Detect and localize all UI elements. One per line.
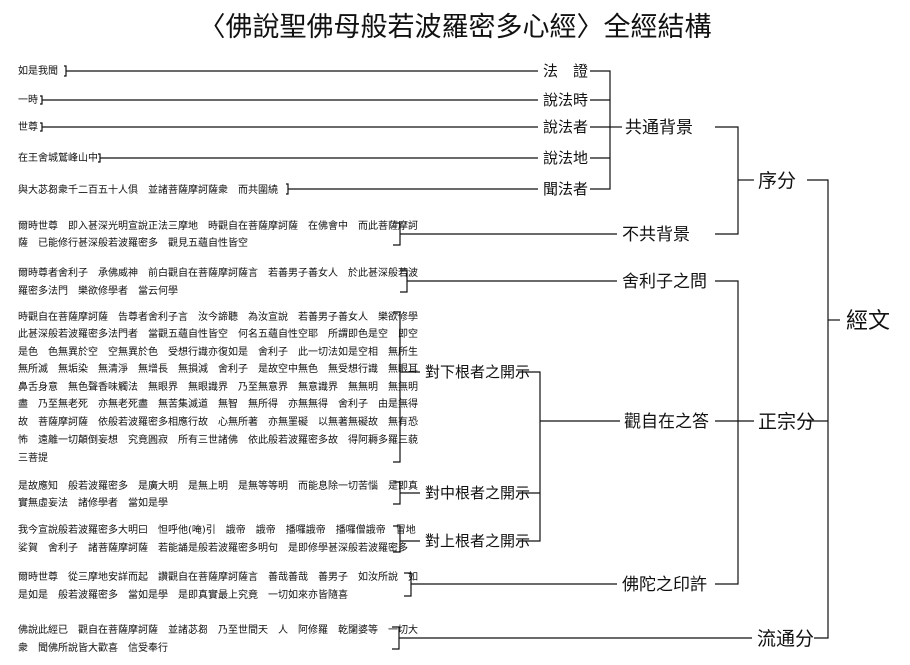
source-text-xiagen: 盡 乃至無老死 亦無老死盡 無苦集滅道 無智 無所得 亦無無得 舍利子 由是無得: [18, 397, 418, 410]
connector-lines: [40, 65, 840, 650]
source-text-shanggen: 我今宣說般若波羅密多大明曰 怛呼他(唵)引 誐帝 誐帝 播囉誐帝 播囉僧誐帝 冒…: [18, 523, 416, 536]
source-text-xiagen: 三菩提: [18, 452, 48, 464]
label-xufen: 序分: [758, 170, 796, 192]
source-text-bugong: 薩 已能修行甚深般若波羅密多 觀見五蘊自性皆空: [18, 236, 248, 249]
source-text-yinxu: 爾時世尊 從三摩地安詳而起 讚觀自在菩薩摩訶薩言 善哉善哉 善男子 如汝所說 如: [18, 570, 418, 583]
source-text-zhonggen: 實無虛妄法 諸修學者 當如是學: [18, 496, 168, 509]
label-fotuo-yinxu: 佛陀之印許: [622, 575, 707, 595]
source-text-shelizi: 羅密多法門 樂欲修學者 當云何學: [18, 284, 178, 297]
source-text-shelizi: 爾時尊者舍利子 承佛威神 前白觀自在菩薩摩訶薩言 若善男子善女人 於此甚深般若波: [18, 266, 418, 279]
label-dui-shang: 對上根者之開示: [425, 532, 530, 550]
source-text-zaiwang: 在王舍城鷲峰山中: [18, 151, 98, 164]
source-text-bugong: 爾時世尊 即入甚深光明宣說正法三摩地 時觀自在菩薩摩訶薩 在佛會中 而此菩薩摩訶: [18, 219, 418, 232]
label-shuofashi: 說法時: [543, 91, 588, 109]
source-text-liutong: 佛說此經已 觀自在菩薩摩訶薩 並諸苾芻 乃至世間天 人 阿修羅 乾闥婆等 一切大: [18, 623, 418, 636]
source-text-yishi: 一時: [18, 94, 38, 106]
label-shuofadi: 說法地: [543, 149, 588, 167]
label-jingwen: 經文: [846, 309, 890, 334]
source-text-xiagen: 此甚深般若波羅密多法門者 當觀五蘊自性皆空 何名五蘊自性空耶 所謂即色是空 即空: [18, 327, 418, 340]
source-text-yuda: 與大苾芻衆千二百五十人俱 並諸菩薩摩訶薩衆 而共圍繞: [18, 183, 278, 196]
source-text-rushi: 如是我聞: [18, 64, 58, 77]
label-bugongbeijing: 不共背景: [622, 225, 690, 245]
page-title: 〈佛說聖佛母般若波羅密多心經〉全經結構: [199, 12, 712, 43]
source-text-xiagen: 怖 遠離一切顛倒妄想 究竟圓寂 所有三世諸佛 依此般若波羅密多故 得阿耨多羅三藐: [18, 433, 418, 446]
label-wenfazhe: 聞法者: [543, 180, 588, 198]
source-text-xiagen: 鼻舌身意 無色聲香味觸法 無眼界 無眼識界 乃至無意界 無意識界 無無明 無無明: [18, 380, 418, 393]
source-text-xiagen: 時觀自在菩薩摩訶薩 告尊者舍利子言 汝今諦聽 為汝宣說 若善男子善女人 樂欲修學: [18, 310, 418, 323]
label-gongtong: 共通背景: [625, 118, 693, 138]
label-liutongfen: 流通分: [757, 628, 814, 650]
source-text-shanggen: 娑賀 舍利子 諸菩薩摩訶薩 若能誦是般若波羅密多明句 是即修學甚深般若波羅密多: [18, 541, 408, 554]
source-text-zhonggen: 是故應知 般若波羅密多 是廣大明 是無上明 是無等等明 而能息除一切苦惱 是即真: [18, 479, 418, 492]
source-texts: 如是我聞 一時 世尊 在王舍城鷲峰山中 與大苾芻衆千二百五十人俱 並諸菩薩摩訶薩…: [18, 64, 418, 654]
source-text-liutong: 衆 聞佛所說皆大歡喜 信受奉行: [18, 641, 168, 654]
source-text-xiagen: 故 菩薩摩訶薩 依般若波羅密多相應行故 心無所著 亦無罣礙 以無著無礙故 無有恐: [18, 415, 418, 428]
label-nodes: 法 證 說法時 說法者 說法地 聞法者 共通背景 不共背景 舍利子之問 對下根者…: [425, 62, 890, 650]
source-text-xiagen: 是色 色無異於空 空無異於色 受想行識亦復如是 舍利子 此一切法如是空相 無所生: [18, 345, 418, 358]
label-dui-xia: 對下根者之開示: [425, 363, 530, 381]
source-text-shizun: 世尊: [18, 120, 38, 133]
label-dui-zhong: 對中根者之開示: [425, 484, 530, 502]
source-text-xiagen: 無所滅 無垢染 無清淨 無增長 無損減 舍利子 是故空中無色 無受想行識 無眼耳: [18, 362, 418, 375]
label-guanzizai-da: 觀自在之答: [624, 412, 709, 432]
source-text-yinxu: 是如是 般若波羅密多 當如是學 是即真實最上究竟 一切如來亦皆隨喜: [18, 588, 348, 601]
label-shuofazhe: 說法者: [543, 118, 588, 136]
label-fazheng: 法 證: [543, 62, 588, 80]
label-zhengzongfen: 正宗分: [758, 411, 815, 433]
label-shelizi-wen: 舍利子之問: [622, 272, 707, 292]
